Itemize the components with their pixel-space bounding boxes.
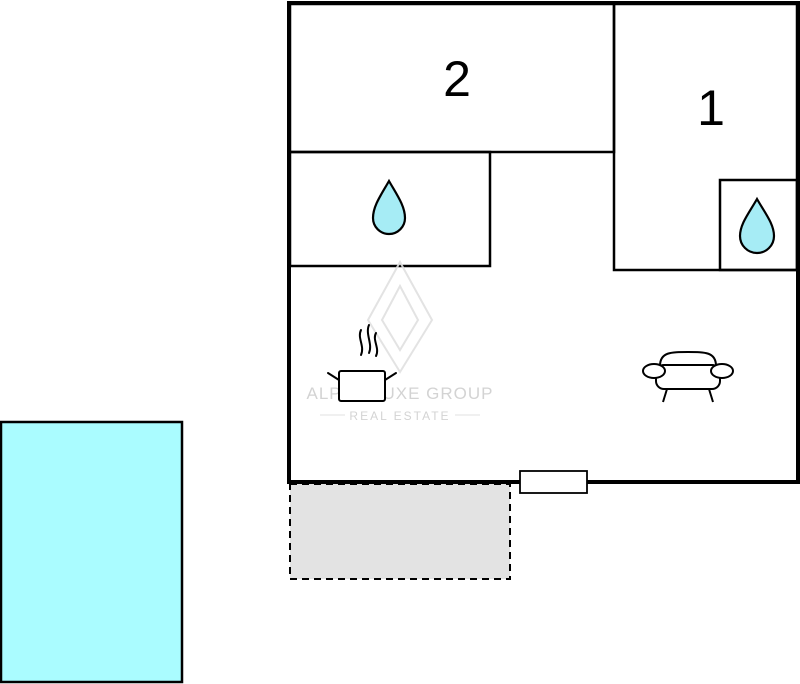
room-bathroom-large: [288, 150, 492, 268]
watermark: ALPHA LUXE GROUP REAL ESTATE: [306, 259, 493, 423]
terrace: [289, 483, 511, 580]
room-bedroom-1: [612, 2, 799, 272]
room-bathroom-small: [718, 178, 799, 272]
room-label-1: 1: [697, 80, 725, 136]
watermark-line2: REAL ESTATE: [349, 409, 450, 423]
cooking-pot-icon: [327, 324, 397, 402]
armchair-icon: [642, 350, 734, 403]
water-drop-icon: [371, 178, 407, 236]
window: [519, 470, 588, 494]
pool: [0, 420, 184, 684]
room-label-2: 2: [443, 51, 471, 107]
water-drop-icon: [738, 196, 776, 255]
watermark-line1: ALPHA LUXE GROUP: [306, 384, 493, 403]
